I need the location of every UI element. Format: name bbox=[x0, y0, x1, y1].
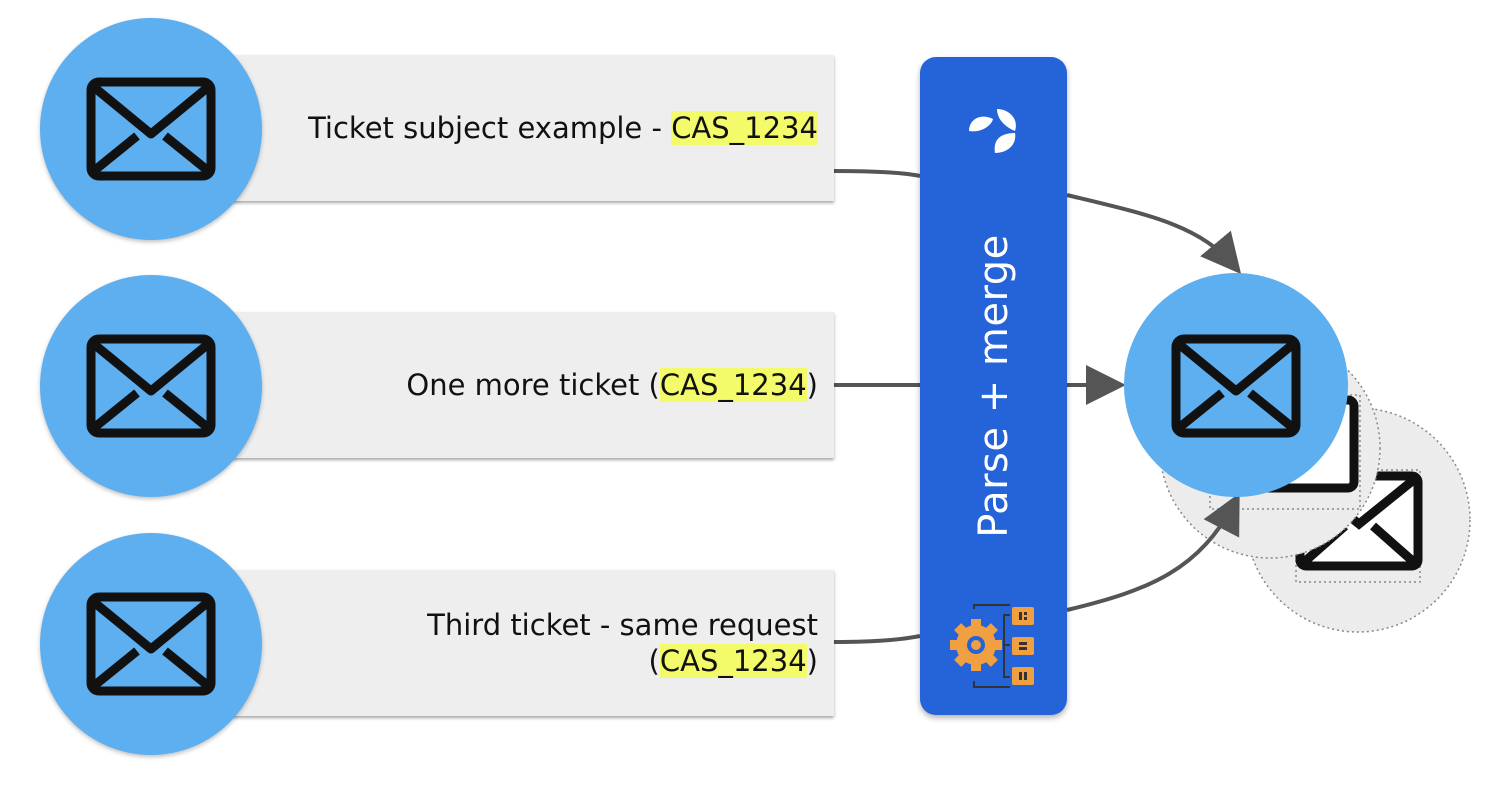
ticket-card: Third ticket - same request(CAS_1234) bbox=[150, 570, 834, 716]
arrow-top bbox=[1066, 193, 1242, 275]
ticket-card: Ticket subject example - CAS_1234 bbox=[150, 55, 834, 201]
merged-ticket-circle bbox=[1124, 273, 1348, 497]
mail-icon bbox=[86, 592, 216, 696]
gear-icon bbox=[950, 604, 1034, 688]
email-circle bbox=[40, 533, 262, 755]
leaf-logo-icon bbox=[969, 109, 1016, 153]
arrow-bottom bbox=[1066, 492, 1240, 612]
parse-merge-engine: Parse + merge bbox=[920, 57, 1067, 715]
ticket-card: One more ticket (CAS_1234) bbox=[150, 312, 834, 458]
connector-line bbox=[833, 634, 921, 644]
email-circle bbox=[40, 18, 262, 240]
email-circle bbox=[40, 275, 262, 497]
mail-icon bbox=[86, 77, 216, 181]
ticket-id-highlight: CAS_1234 bbox=[671, 111, 818, 145]
ticket-id-highlight: CAS_1234 bbox=[659, 368, 807, 402]
mail-icon bbox=[1171, 334, 1301, 438]
mail-icon bbox=[86, 334, 216, 438]
ticket-subject: Ticket subject example - CAS_1234 bbox=[308, 111, 818, 145]
ticket-subject: One more ticket (CAS_1234) bbox=[406, 368, 818, 402]
ticket-id-highlight: CAS_1234 bbox=[659, 644, 807, 678]
engine-label: Parse + merge bbox=[970, 234, 1017, 538]
connector-line bbox=[833, 169, 921, 178]
ticket-subject: Third ticket - same request(CAS_1234) bbox=[427, 608, 818, 678]
